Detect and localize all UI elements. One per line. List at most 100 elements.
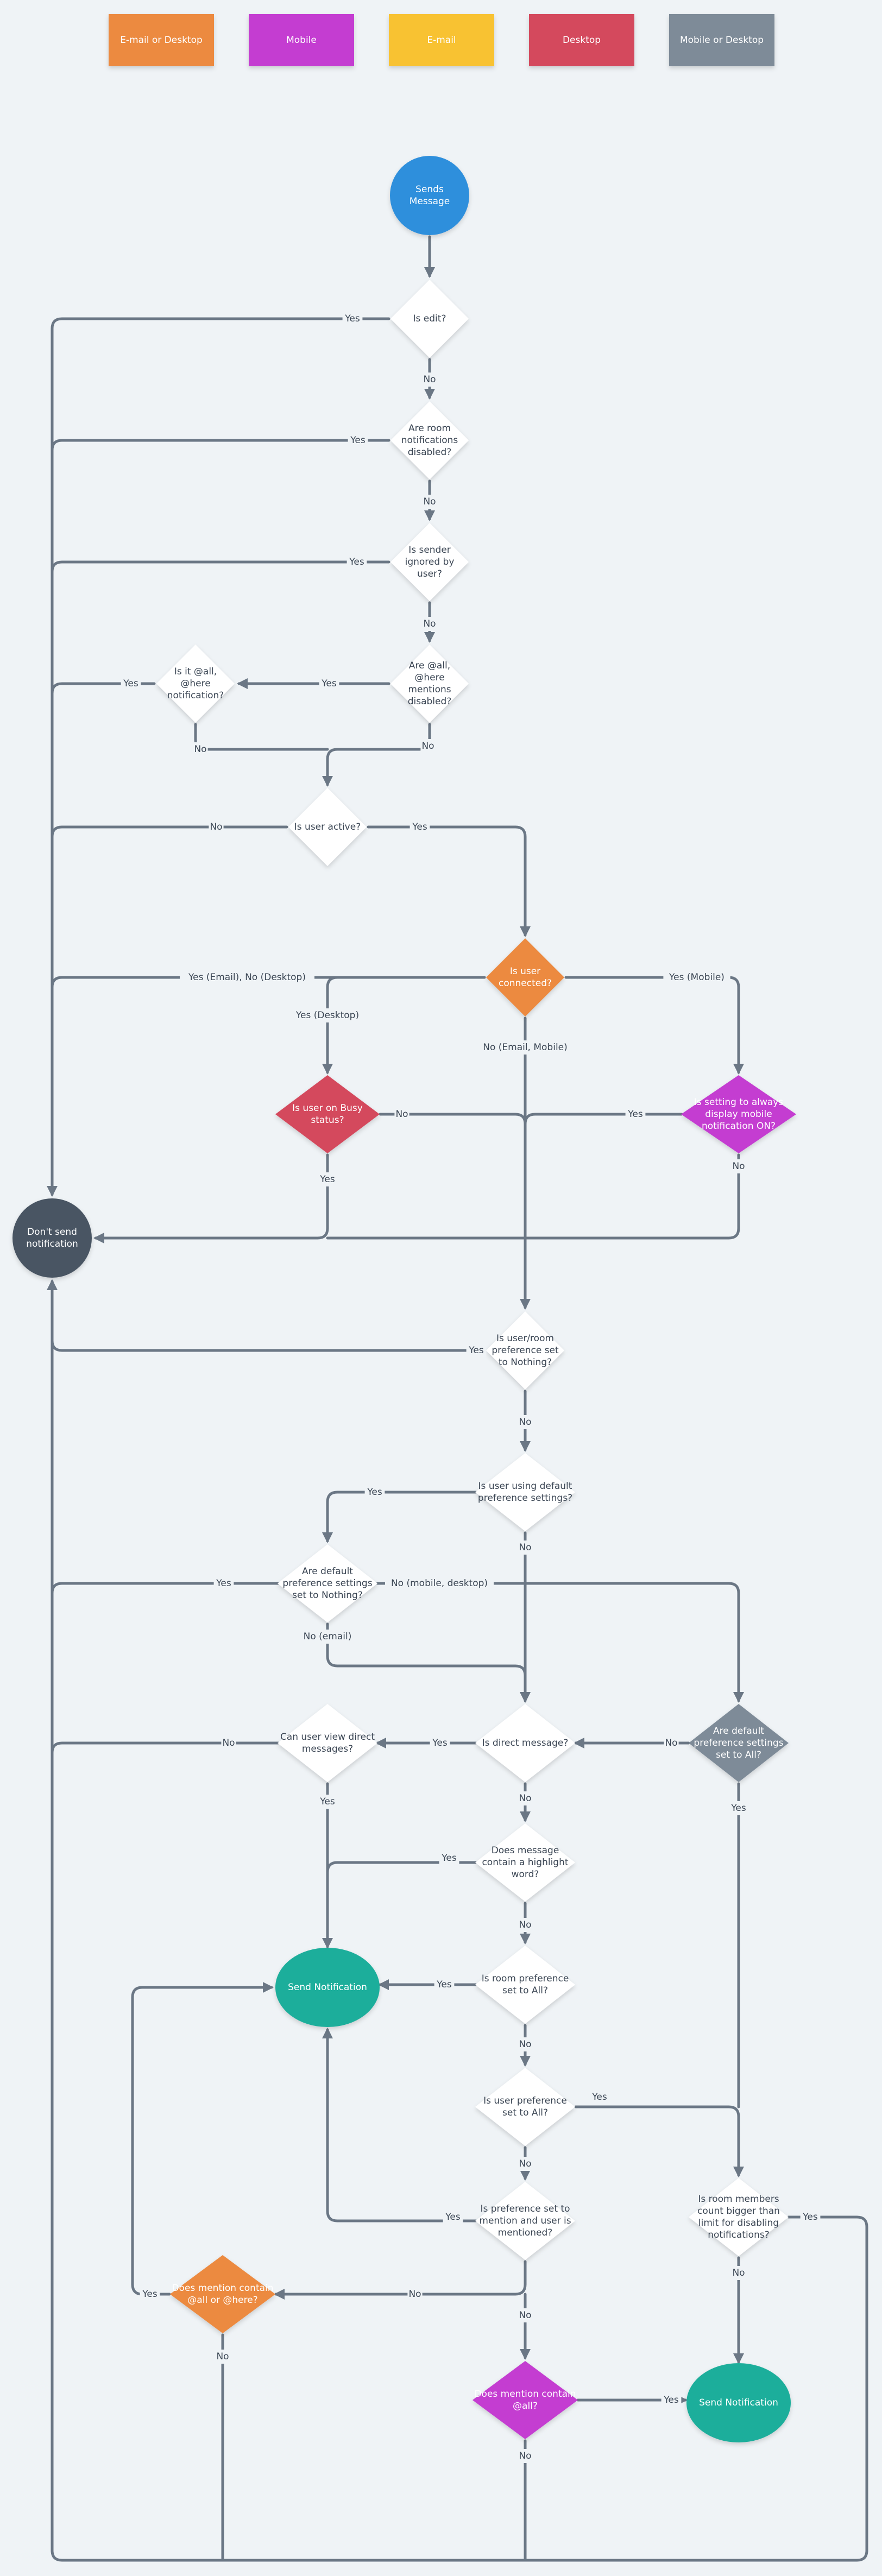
label-roomall-yes: Yes <box>434 1978 455 1992</box>
node-room-members-limit-label-line: notifications? <box>708 2230 769 2240</box>
label-mobile-yes: Yes <box>625 1107 646 1121</box>
node-pref-nothing-label-line: Is user/room <box>496 1333 554 1344</box>
legend-mobile-or-desktop-label: Mobile or Desktop <box>680 35 764 46</box>
label-ignored-no-text: No <box>423 618 436 629</box>
node-can-view-direct-label-line: messages? <box>302 1744 353 1754</box>
label-default-yes-text: Yes <box>367 1487 382 1498</box>
node-sender-ignored-shape <box>390 523 469 601</box>
node-user-pref-all-label-line: set to All? <box>502 2107 548 2118</box>
edge-default-yes <box>322 1491 477 1543</box>
label-mobile-no-text: No <box>732 1161 745 1172</box>
node-is-direct: Is direct message? <box>475 1704 575 1782</box>
node-pref-mention-shape <box>475 2182 575 2260</box>
edge-defnothing-no-md <box>376 1582 744 1703</box>
node-send-notif-1: Send Notification <box>275 1948 380 2027</box>
node-all-here-disabled-label-line: Are @all, <box>409 660 450 671</box>
label-default-no-text: No <box>519 1542 531 1553</box>
label-mentionall-yes: Yes <box>661 2393 682 2407</box>
node-highlight-word-shape <box>475 1823 575 1902</box>
node-all-here-disabled-label-line: @here <box>414 672 444 683</box>
edge-canview-no <box>51 1741 280 1788</box>
label-mention-yes: Yes <box>443 2210 463 2224</box>
legend-desktop-swatch <box>529 14 634 66</box>
legend-mobile-swatch <box>249 14 354 66</box>
label-edit-no-text: No <box>423 374 436 385</box>
label-mention-no-down: No <box>518 2308 533 2322</box>
label-limit-no-text: No <box>732 2268 745 2278</box>
node-default-nothing-shape <box>278 1544 377 1622</box>
node-default-nothing-label-line: set to Nothing? <box>292 1590 363 1601</box>
label-connected-yes-desktop-text: Yes (Desktop) <box>295 1010 359 1021</box>
edge-isallhere-no <box>194 723 329 751</box>
label-connected-yes-mobile-text: Yes (Mobile) <box>669 972 724 983</box>
node-all-here-disabled-shape <box>390 645 469 723</box>
label-nothing-no-text: No <box>519 1417 531 1428</box>
label-userall-yes-text: Yes <box>591 2092 607 2103</box>
node-always-mobile-label-line: display mobile <box>705 1109 772 1120</box>
edge-connected-yes-email <box>51 976 486 1022</box>
node-mention-all-here-label-line: @all or @here? <box>187 2295 257 2306</box>
edge-edit-yes <box>47 317 390 1197</box>
node-room-pref-all-label-line: set to All? <box>502 1985 548 1996</box>
node-highlight-word-label-line: contain a highlight <box>482 1857 568 1868</box>
label-active-yes-text: Yes <box>412 822 427 832</box>
label-defnothing-no-md-text: No (mobile, desktop) <box>391 1578 488 1589</box>
edge-mention-no <box>274 2260 527 2300</box>
legend-email-or-desktop-swatch <box>109 14 214 66</box>
node-highlight-word-label-line: Does message <box>492 1845 559 1856</box>
node-send-notif-2: Send Notification <box>686 2363 791 2442</box>
edge-defnothing-no-email <box>326 1622 531 1703</box>
label-canview-yes: Yes <box>317 1795 338 1809</box>
node-room-notif-disabled-label-line: notifications <box>401 435 458 446</box>
node-is-edit-shape <box>390 280 469 358</box>
label-defnothing-no-md: No (mobile, desktop) <box>385 1576 494 1590</box>
node-room-pref-all-shape <box>475 1946 575 2024</box>
edge-nothing-yes <box>47 1279 486 1352</box>
node-is-edit: Is edit? <box>390 280 469 358</box>
node-room-members-limit-label-line: count bigger than <box>697 2206 780 2217</box>
legend-email-label: E-mail <box>427 35 456 46</box>
edge-active-no <box>51 825 288 870</box>
node-is-all-here-notif-label-line: notification? <box>167 690 224 701</box>
label-defall-no: No <box>664 1736 679 1750</box>
legend-email-swatch <box>389 14 494 66</box>
label-connected-yes-email-text: Yes (Email), No (Desktop) <box>188 972 306 983</box>
edge-highlight-yes <box>326 1861 477 1902</box>
edge-mention-yes <box>322 2028 477 2223</box>
node-mention-all-here-label-line: Does mention contain <box>172 2283 273 2294</box>
edge-connected-yes-mobile <box>564 976 744 1075</box>
node-mention-all-here-shape <box>170 2255 275 2333</box>
label-active-no: No <box>209 820 224 834</box>
label-defnothing-yes: Yes <box>213 1576 234 1590</box>
node-user-busy-shape <box>275 1075 380 1153</box>
label-allhere-no-text: No <box>421 741 434 752</box>
label-nothing-no: No <box>518 1415 533 1429</box>
node-is-direct-shape <box>475 1704 575 1782</box>
label-connected-no-text: No (Email, Mobile) <box>483 1042 568 1053</box>
label-isallhere-yes-text: Yes <box>123 678 138 689</box>
node-sender-ignored-label-line: user? <box>417 569 442 579</box>
label-edit-yes: Yes <box>342 312 363 326</box>
label-allhere2-no-text: No <box>216 2351 229 2362</box>
node-mention-all: Does mention contain@all? <box>472 2361 578 2439</box>
label-edit-yes-text: Yes <box>344 313 360 324</box>
label-ignored-yes: Yes <box>346 555 367 569</box>
label-isallhere-yes: Yes <box>121 677 141 691</box>
label-roomall-no: No <box>518 2037 533 2051</box>
node-is-direct-label-line: Is direct message? <box>482 1738 569 1748</box>
node-user-active-label-line: Is user active? <box>294 822 361 832</box>
label-highlight-no: No <box>518 1918 533 1932</box>
node-can-view-direct-shape <box>278 1704 377 1782</box>
label-direct-yes-text: Yes <box>432 1738 448 1748</box>
node-user-pref-all-label-line: Is user preference <box>483 2095 567 2106</box>
node-always-mobile-label-line: Is setting to always <box>694 1097 784 1108</box>
node-always-mobile-shape <box>681 1075 796 1153</box>
